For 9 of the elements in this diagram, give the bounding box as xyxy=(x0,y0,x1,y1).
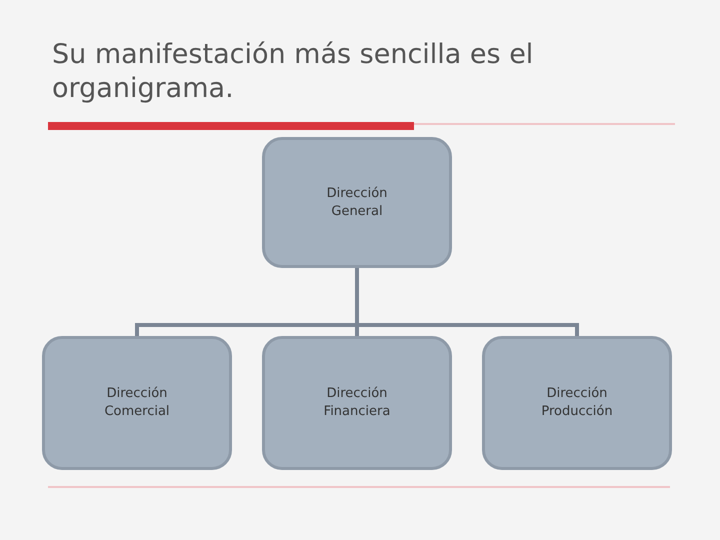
org-box xyxy=(42,336,232,470)
box-label: Dirección Financiera xyxy=(322,385,392,421)
box-label: Dirección General xyxy=(326,184,388,220)
slide-title: Su manifestación más sencilla es el organigrama. xyxy=(52,38,534,106)
box-label: Dirección Comercial xyxy=(103,385,171,421)
org-box xyxy=(262,336,452,470)
org-box xyxy=(262,137,452,268)
org-box xyxy=(482,336,672,470)
box-label: Dirección Producción xyxy=(540,385,614,421)
